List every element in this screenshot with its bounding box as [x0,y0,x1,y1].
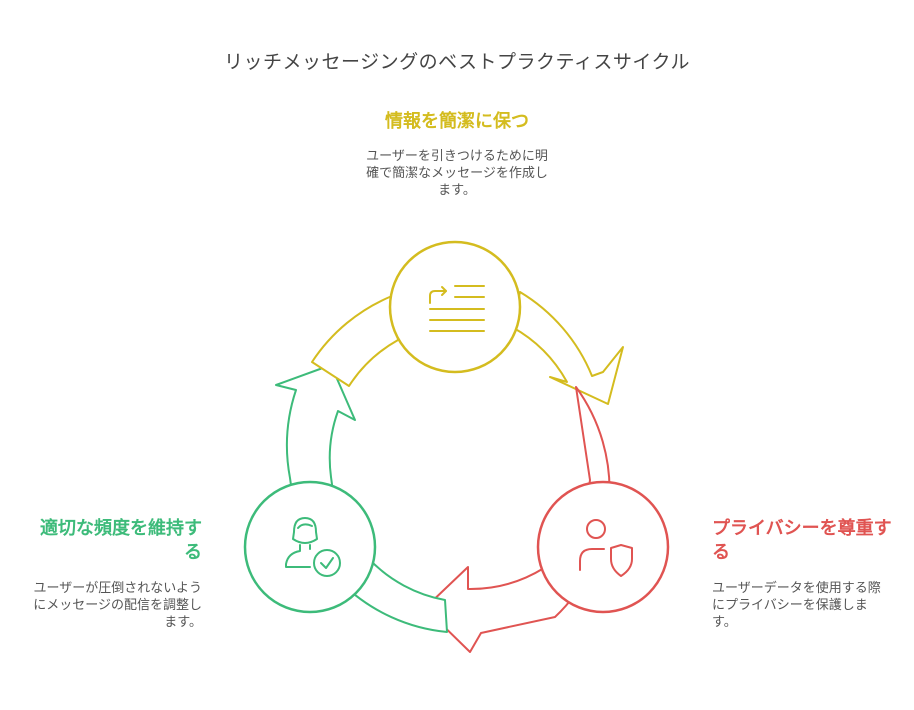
user-check-icon [285,517,341,577]
step-heading-concise: 情報を簡潔に保つ [385,111,529,132]
node-concise [388,240,522,374]
step-description-concise: ユーザーを引きつけるために明確で簡潔なメッセージを作成します。 [366,149,548,198]
step-description-frequency: ユーザーが圧倒されないようにメッセージの配信を調整します。 [33,581,202,630]
node-privacy [536,480,670,614]
step-heading-privacy: プライバシーを尊重する [712,518,892,563]
diagram-title: リッチメッセージングのベストプラクティスサイクル [224,51,690,73]
text-align-redirect-icon [429,285,485,332]
cycle-arrow-yellow [511,291,624,405]
step-description-privacy: ユーザーデータを使用する際にプライバシーを保護します。 [712,581,881,630]
step-heading-frequency: 適切な頻度を維持する [40,518,202,563]
user-shield-icon [579,519,633,577]
